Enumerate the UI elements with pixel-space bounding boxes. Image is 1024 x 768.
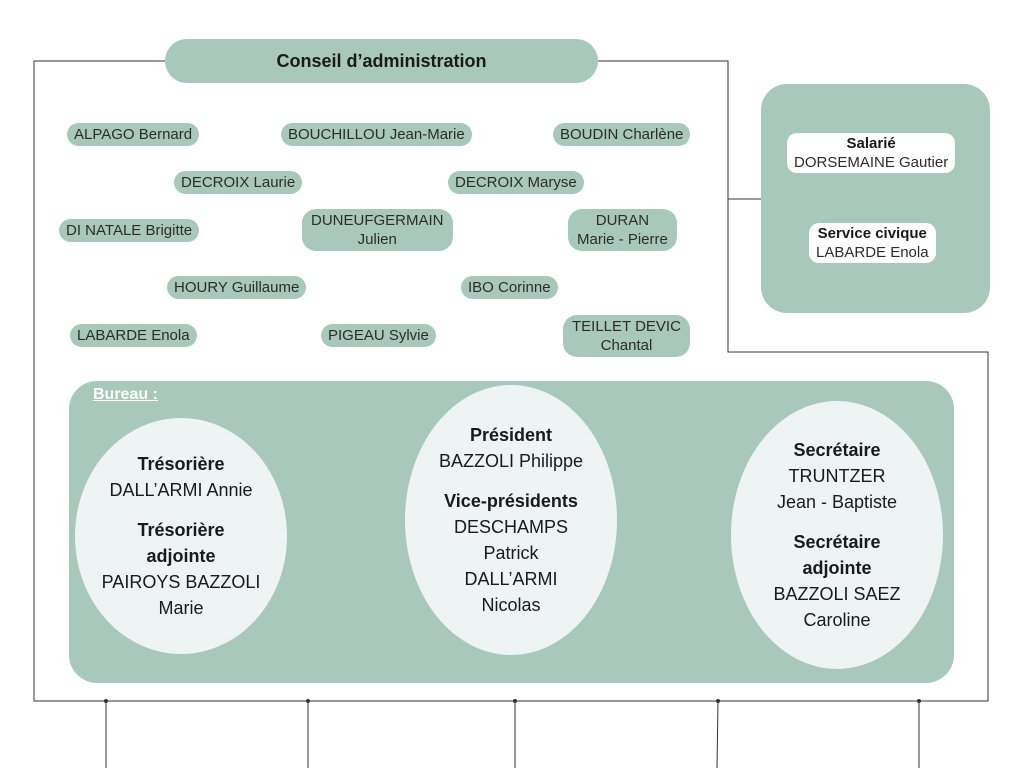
ellipse-presidence: Président BAZZOLI Philippe Vice-présiden… [405, 385, 617, 655]
down-connector-4-dot [716, 699, 720, 703]
member-alpago: ALPAGO Bernard [67, 123, 200, 146]
ellipse-secretariat: Secrétaire TRUNTZER Jean - Baptiste Secr… [731, 401, 943, 669]
secretaire-adjointe-role-line1: Secrétaire [793, 532, 881, 552]
member-duran: DURAN Marie - Pierre [568, 209, 677, 251]
tresoriere-role: Trésorière [137, 454, 225, 474]
conseil-frame-line [33, 60, 989, 702]
staff-service-civique-name: LABARDE Enola [816, 244, 929, 261]
vice-president-2-line1: DALL’ARMI [464, 569, 558, 589]
down-connector-4 [716, 700, 719, 768]
tresoriere-adjointe-role-line1: Trésorière [137, 520, 225, 540]
president-name: BAZZOLI Philippe [438, 451, 584, 471]
member-duneufgermain-line2: Julien [357, 231, 397, 248]
staff-box [761, 84, 990, 313]
tresoriere-adjointe-name-line1: PAIROYS BAZZOLI [101, 572, 261, 592]
down-connector-5-dot [917, 699, 921, 703]
staff-salarie-name: DORSEMAINE Gautier [794, 154, 949, 171]
member-teillet-line2: Chantal [600, 337, 653, 354]
member-decroix-maryse: DECROIX Maryse [448, 171, 584, 194]
tresoriere-adjointe-role-line2: adjointe [146, 546, 216, 566]
down-connector-1-dot [104, 699, 108, 703]
member-teillet-line1: TEILLET DEVIC [572, 318, 681, 335]
secretaire-role: Secrétaire [793, 440, 881, 460]
down-connector-2-dot [306, 699, 310, 703]
member-teillet: TEILLET DEVIC Chantal [563, 315, 690, 357]
vice-president-1-line2: Patrick [483, 543, 539, 563]
vice-presidents-role: Vice-présidents [444, 491, 578, 511]
president-role: Président [469, 425, 553, 445]
bureau-label: Bureau : [93, 386, 158, 403]
member-di-natale: DI NATALE Brigitte [59, 219, 200, 242]
member-bouchillou: BOUCHILLOU Jean-Marie [281, 123, 472, 146]
secretaire-adjointe-name-line1: BAZZOLI SAEZ [773, 584, 901, 604]
vice-president-1-line1: DESCHAMPS [453, 517, 569, 537]
staff-salarie-role: Salarié [846, 135, 896, 152]
member-boudin: BOUDIN Charlène [553, 123, 691, 146]
member-ibo: IBO Corinne [461, 276, 558, 299]
ellipse-tresorerie: Trésorière DALL’ARMI Annie Trésorière ad… [75, 418, 287, 654]
tresoriere-adjointe-name-line2: Marie [158, 598, 204, 618]
member-duran-line2: Marie - Pierre [577, 231, 668, 248]
secretaire-name-line1: TRUNTZER [788, 466, 886, 486]
secretaire-name-line2: Jean - Baptiste [776, 492, 898, 512]
member-duneufgermain-line1: DUNEUFGERMAIN [311, 212, 444, 229]
member-decroix-laurie: DECROIX Laurie [174, 171, 303, 194]
staff-service-civique-role: Service civique [817, 225, 927, 242]
member-duran-line1: DURAN [595, 212, 650, 229]
tresoriere-name: DALL’ARMI Annie [109, 480, 253, 500]
member-pigeau: PIGEAU Sylvie [321, 324, 436, 347]
vice-president-2-line2: Nicolas [481, 595, 541, 615]
member-duneufgermain: DUNEUFGERMAIN Julien [302, 209, 453, 251]
member-labarde: LABARDE Enola [70, 324, 197, 347]
secretaire-adjointe-name-line2: Caroline [803, 610, 871, 630]
down-connector-3-dot [513, 699, 517, 703]
member-houry: HOURY Guillaume [167, 276, 307, 299]
conseil-title: Conseil d’administration [165, 39, 598, 83]
secretaire-adjointe-role-line2: adjointe [802, 558, 872, 578]
staff-service-civique: Service civique LABARDE Enola [809, 223, 936, 263]
staff-salarie: Salarié DORSEMAINE Gautier [787, 133, 956, 173]
